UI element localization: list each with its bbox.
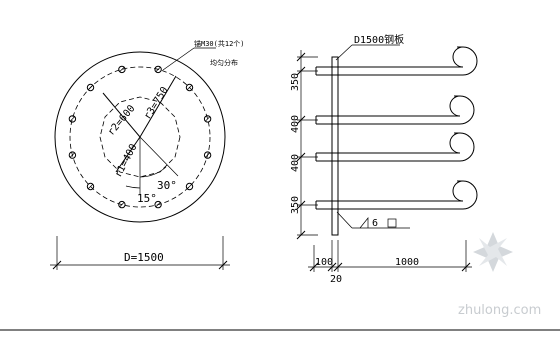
angle-label-15: 15° bbox=[137, 192, 157, 205]
bolt-hole-group bbox=[68, 65, 212, 209]
vdim-label-3: 400 bbox=[290, 154, 301, 172]
weld-leader-line bbox=[336, 211, 353, 229]
outer-circle bbox=[54, 51, 226, 223]
weld-fillet-symbol bbox=[359, 217, 369, 229]
anchor-rod bbox=[315, 95, 475, 125]
watermark-text: zhulong.com bbox=[458, 303, 541, 318]
bolt-circle bbox=[69, 66, 211, 208]
diameter-label: D=1500 bbox=[124, 251, 164, 264]
anchor-rod bbox=[315, 132, 475, 162]
radius-line-r1 bbox=[115, 136, 141, 173]
section-view: D1500钢板 350 400 400 350 6 100 1000 20 bbox=[290, 33, 478, 285]
bolt-hole bbox=[68, 151, 77, 159]
bolt-hole bbox=[203, 115, 212, 123]
plate-label: D1500钢板 bbox=[354, 33, 404, 46]
angle-label-30: 30° bbox=[157, 179, 177, 192]
weld-square-symbol bbox=[387, 218, 397, 228]
bolt-hole bbox=[86, 83, 95, 92]
bolt-hole bbox=[203, 151, 212, 159]
bolt-leader-line bbox=[162, 47, 195, 71]
bolt-hole bbox=[154, 65, 162, 74]
steel-plate bbox=[331, 56, 339, 236]
plan-view: r1=400 r2=600 r3=750 30° 15° 锚M30(共12个) … bbox=[50, 39, 245, 270]
hdim-label-20: 20 bbox=[330, 274, 342, 285]
weld-size-label: 6 bbox=[372, 218, 378, 229]
vdim-label-2: 400 bbox=[290, 115, 301, 133]
bolt-label: 锚M30(共12个) bbox=[194, 39, 245, 48]
anchor-rod-group bbox=[315, 46, 478, 210]
bolt-hole bbox=[118, 200, 126, 209]
vdim-label-1: 350 bbox=[290, 73, 301, 91]
bolt-hole bbox=[86, 182, 95, 191]
hdim-tick-2 bbox=[327, 262, 337, 272]
angle-arc-small bbox=[125, 185, 141, 189]
radius-line-r2 bbox=[102, 92, 141, 138]
vertical-dimension-ticks bbox=[296, 52, 318, 240]
hdim-tick-3 bbox=[333, 262, 343, 272]
bolt-hole bbox=[118, 65, 126, 74]
inner-dodecagon bbox=[99, 96, 181, 178]
bolt-hole bbox=[185, 182, 194, 191]
radius-line-r3 bbox=[139, 75, 177, 138]
watermark: zhulong.com bbox=[458, 232, 541, 318]
bolt-hole bbox=[68, 115, 77, 123]
angle-ray bbox=[139, 136, 179, 177]
hdim-label-1000: 1000 bbox=[395, 257, 419, 268]
bolt-sublabel: 均匀分布 bbox=[210, 58, 238, 67]
vdim-label-4: 350 bbox=[290, 196, 301, 214]
anchor-rod bbox=[315, 46, 478, 76]
radius-label-r2: r2=600 bbox=[106, 103, 138, 138]
angle-arc-large bbox=[139, 166, 167, 178]
anchor-rod bbox=[315, 180, 478, 210]
hdim-tick-1 bbox=[309, 262, 319, 272]
plate-leader-line bbox=[335, 44, 353, 61]
watermark-logo bbox=[473, 232, 513, 272]
hdim-tick-4 bbox=[461, 262, 471, 272]
hdim-label-100: 100 bbox=[315, 257, 333, 268]
bolt-hole bbox=[185, 83, 194, 92]
bolt-hole bbox=[154, 200, 162, 209]
radius-label-r3: r3=750 bbox=[142, 85, 170, 121]
diameter-tick-left bbox=[52, 260, 62, 270]
diameter-tick-right bbox=[218, 260, 228, 270]
